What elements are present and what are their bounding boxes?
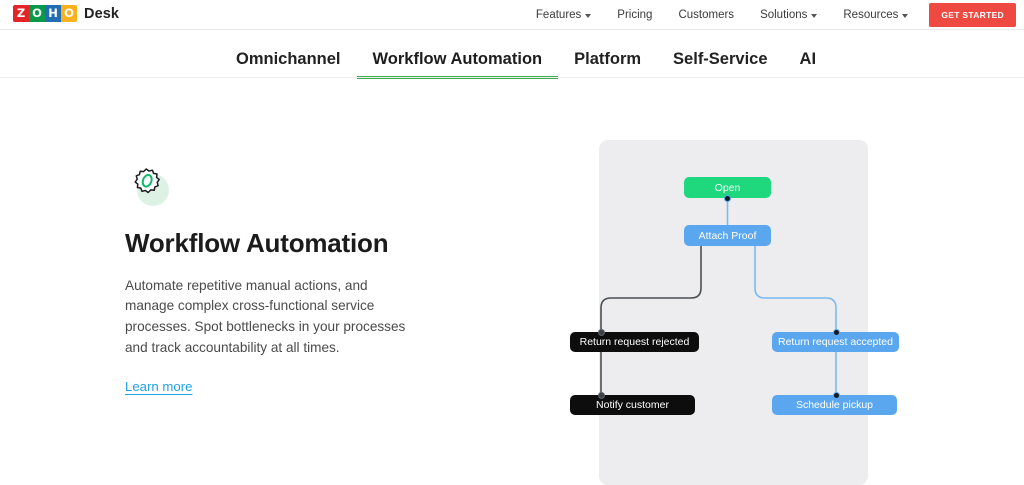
nav-item-features[interactable]: Features — [523, 0, 604, 30]
tab-omnichannel[interactable]: Omnichannel — [236, 49, 341, 68]
nav-item-customers[interactable]: Customers — [665, 0, 747, 30]
flow-node-return-request-accepted[interactable]: Return request accepted — [772, 332, 899, 352]
nav-label-resources: Resources — [843, 9, 899, 21]
tab-ai[interactable]: AI — [799, 49, 817, 68]
product-name-label: Desk — [84, 5, 120, 22]
logo-tile-o1: O — [29, 5, 45, 22]
flow-node-open[interactable]: Open — [684, 177, 771, 198]
flow-port-notify-top[interactable] — [597, 392, 605, 399]
flow-port-rejected-top[interactable] — [597, 329, 605, 336]
logo-tile-z: Z — [13, 5, 29, 22]
feature-title: Workflow Automation — [125, 228, 389, 258]
feature-detail-panel: Workflow Automation Automate repetitive … — [125, 163, 435, 396]
brand-logo[interactable]: Z O H O Desk — [13, 5, 119, 22]
flow-port-schedule-top[interactable] — [832, 392, 840, 399]
tab-bar-divider — [0, 77, 1024, 78]
nav-item-solutions[interactable]: Solutions — [747, 0, 830, 30]
flow-node-notify-customer[interactable]: Notify customer — [570, 395, 695, 415]
chevron-down-icon — [902, 13, 909, 18]
top-header-bar: Z O H O Desk Features Pricing Customers … — [0, 0, 1024, 30]
flow-port-open-bottom[interactable] — [724, 194, 731, 202]
logo-tile-o2: O — [61, 5, 77, 22]
zoho-logo-icon: Z O H O — [13, 5, 77, 22]
flow-node-schedule-pickup[interactable]: Schedule pickup — [772, 395, 897, 415]
feature-description: Automate repetitive manual actions, and … — [125, 277, 406, 355]
flow-node-attach-proof[interactable]: Attach Proof — [684, 225, 771, 246]
feature-icon-wrapper — [125, 163, 171, 209]
tab-list: Omnichannel Workflow Automation Platform… — [236, 31, 832, 79]
tab-self-service[interactable]: Self-Service — [673, 49, 768, 68]
gear-icon — [134, 168, 160, 194]
flow-port-accepted-top[interactable] — [832, 329, 840, 336]
get-started-button[interactable]: GET STARTED — [929, 3, 1016, 27]
nav-label-customers: Customers — [678, 9, 735, 21]
flow-node-return-request-rejected[interactable]: Return request rejected — [570, 332, 699, 352]
nav-label-solutions: Solutions — [760, 9, 808, 21]
nav-label-pricing: Pricing — [617, 9, 653, 21]
logo-tile-h: H — [45, 5, 61, 22]
tab-workflow-automation[interactable]: Workflow Automation — [356, 50, 559, 79]
chevron-down-icon — [811, 13, 818, 18]
feature-tab-bar: Omnichannel Workflow Automation Platform… — [0, 31, 1024, 79]
nav-item-resources[interactable]: Resources — [830, 0, 921, 30]
chevron-down-icon — [585, 13, 592, 18]
nav-item-pricing[interactable]: Pricing — [604, 0, 665, 30]
learn-more-link[interactable]: Learn more — [125, 379, 193, 395]
nav-label-features: Features — [535, 9, 582, 21]
tab-platform[interactable]: Platform — [574, 49, 642, 68]
primary-navigation: Features Pricing Customers Solutions Res… — [523, 0, 1024, 30]
